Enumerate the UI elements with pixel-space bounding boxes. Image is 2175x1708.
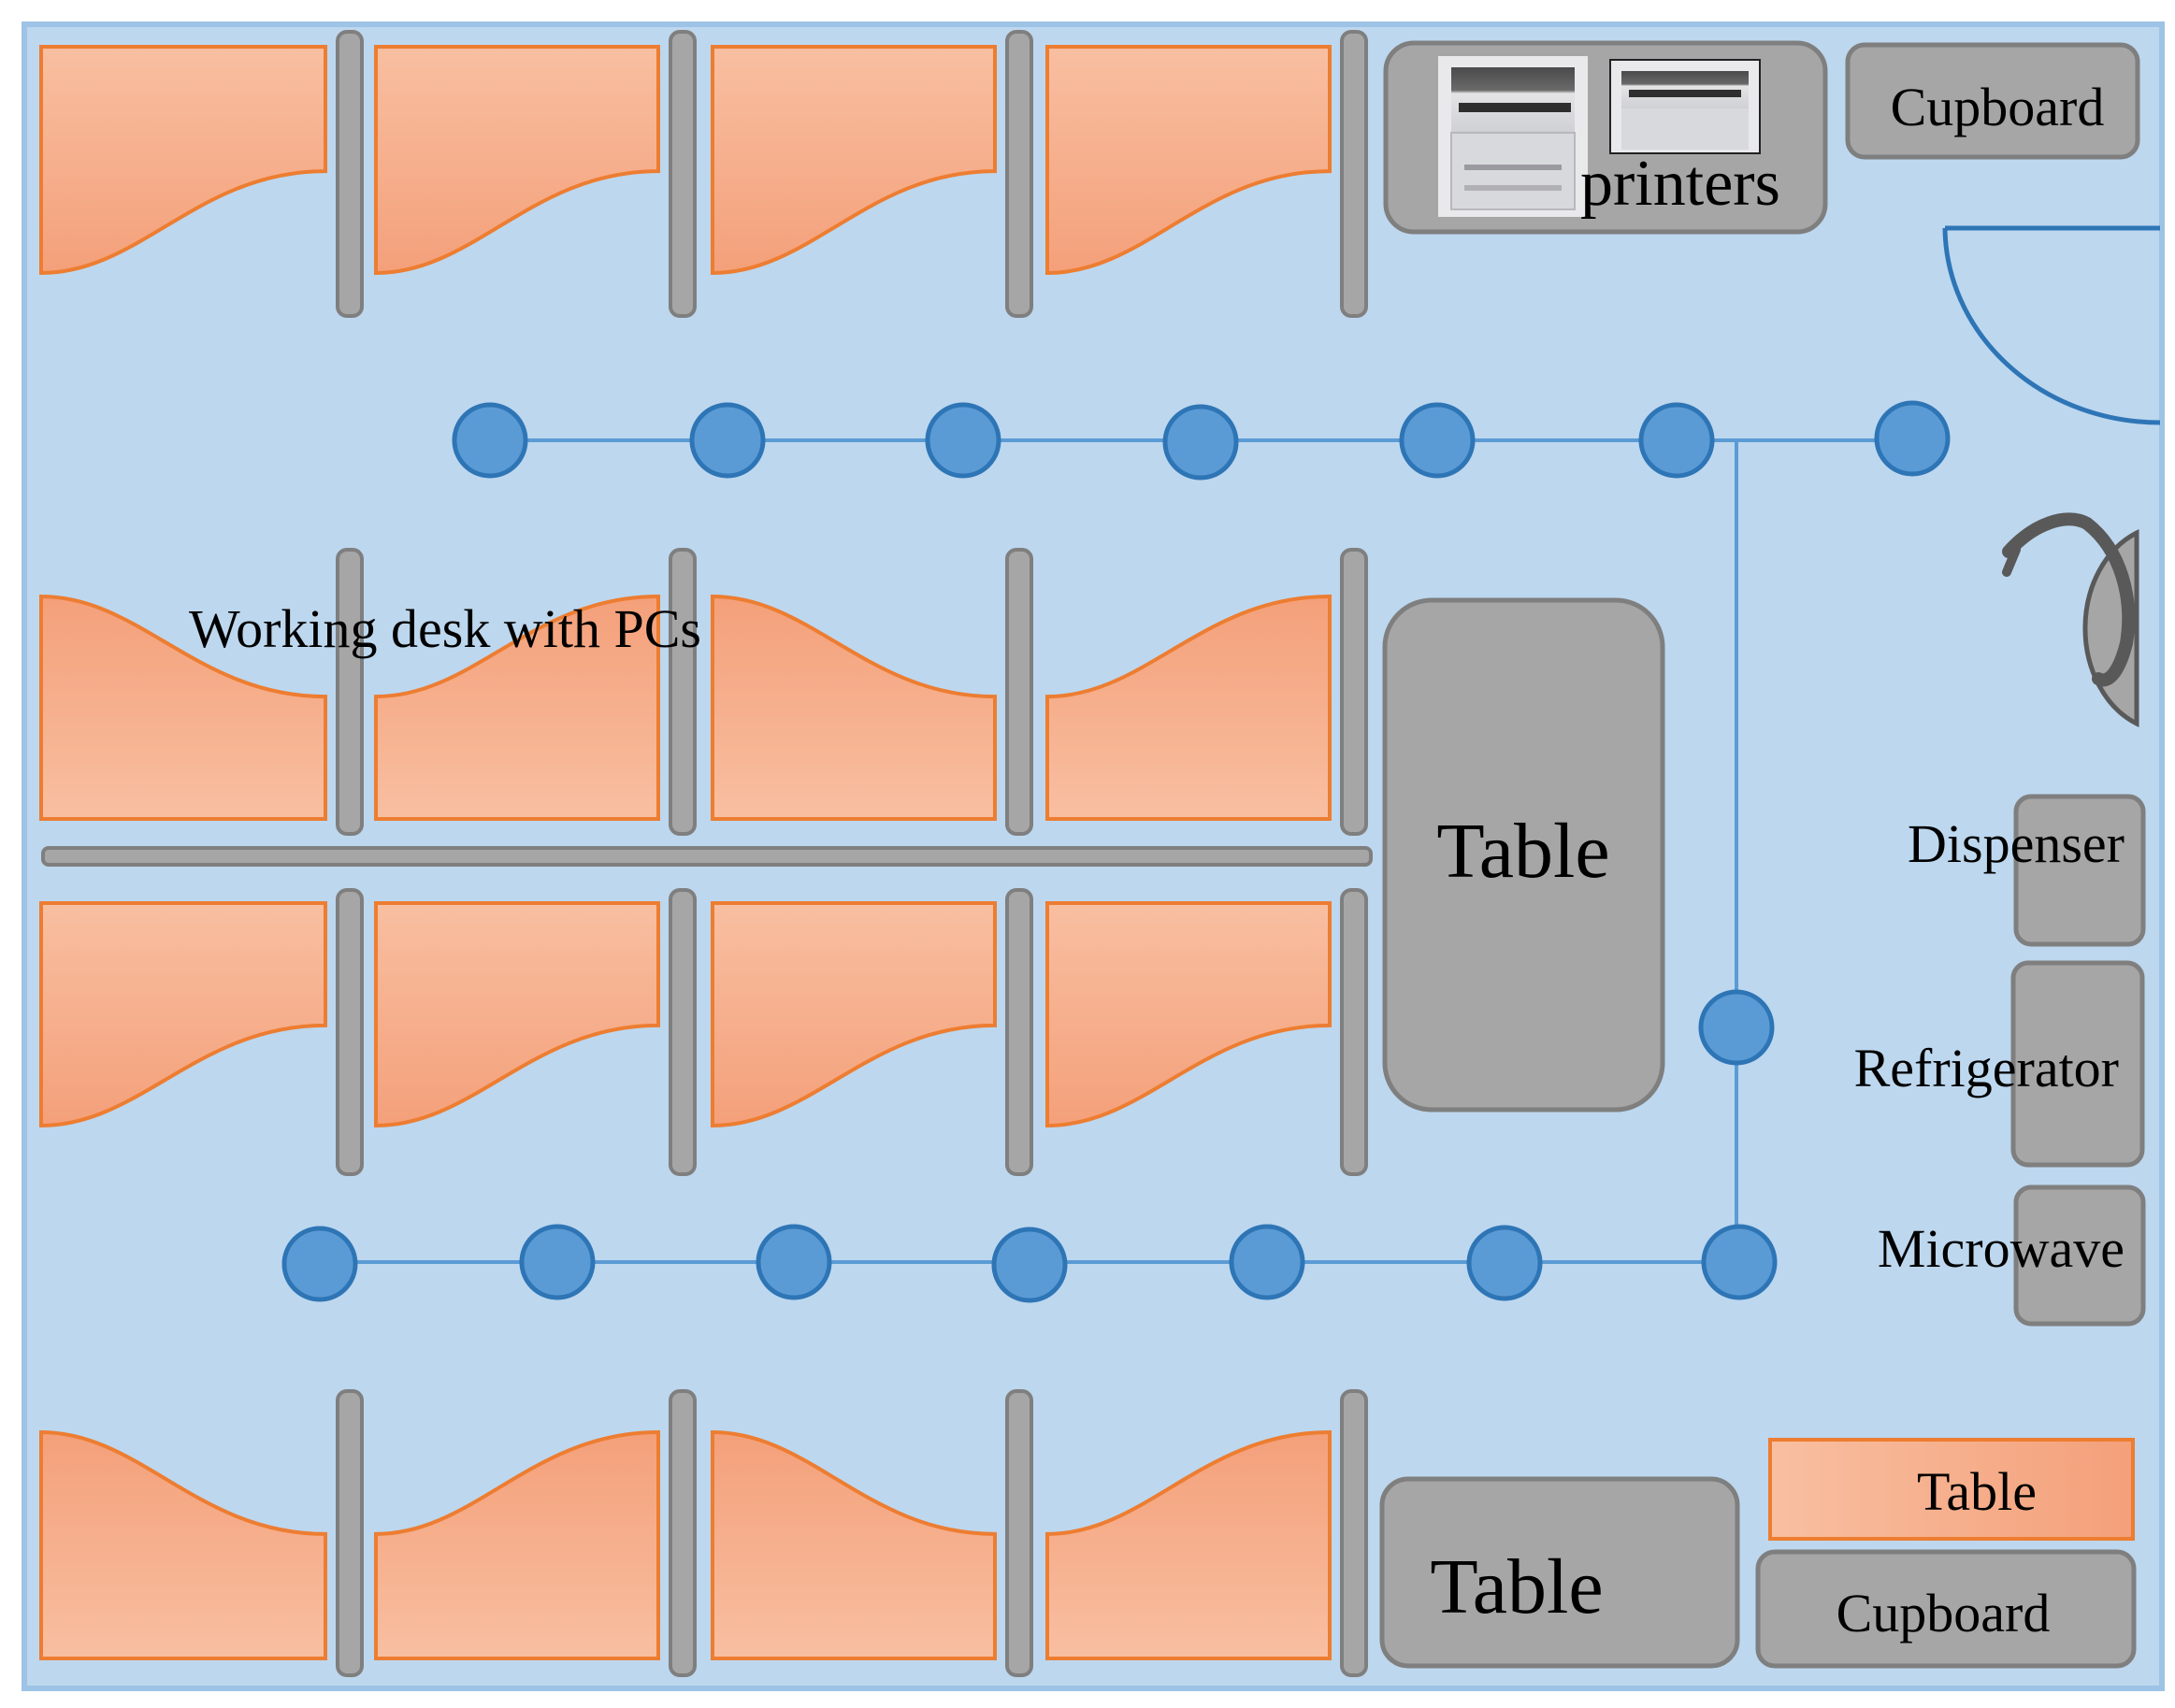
partition: [1005, 888, 1033, 1176]
workstation-desk: [711, 45, 997, 276]
refrigerator: Refrigerator: [1854, 960, 2145, 1168]
partition: [669, 548, 697, 836]
partition: [1005, 1389, 1033, 1677]
partition: [336, 548, 364, 836]
printer-icon: [1609, 59, 1761, 154]
printer-icon: [1438, 56, 1588, 217]
dispenser-label: Dispenser: [1908, 813, 2125, 874]
workstation-desk: [374, 45, 660, 276]
network-node: [991, 1227, 1068, 1303]
partition: [1005, 30, 1033, 318]
network-node: [1698, 989, 1775, 1066]
partition: [1340, 30, 1368, 318]
workstation-desk: [374, 901, 660, 1128]
network-node: [1701, 1224, 1778, 1300]
long-partition: [41, 846, 1373, 867]
workstation-desk: [1045, 1429, 1332, 1660]
network-node: [1874, 400, 1951, 477]
small-table-label: Table: [1917, 1461, 2037, 1522]
printers-area: printers: [1383, 40, 1828, 235]
network-node-group: [281, 400, 1951, 1303]
workstation-desk: [39, 901, 327, 1128]
workstation-desk: [1045, 45, 1332, 276]
network-node: [281, 1226, 358, 1302]
desk-group: [39, 45, 1332, 1660]
network-node: [1399, 402, 1476, 479]
partition: [1340, 548, 1368, 836]
workstation-desk: [39, 45, 327, 276]
workstation-desk: [711, 1429, 997, 1660]
workstation-desk: [374, 1429, 660, 1660]
center-table-label: Table: [1436, 808, 1609, 895]
cupboard-bottom-label: Cupboard: [1837, 1583, 2051, 1643]
partition: [669, 30, 697, 318]
workstation-desk: [39, 594, 327, 821]
network-node: [689, 402, 766, 479]
network-node: [519, 1224, 596, 1300]
workstation-desk: [711, 594, 997, 821]
printers-label: printers: [1580, 148, 1780, 220]
network-node: [1466, 1225, 1543, 1301]
door: [1942, 225, 2161, 425]
center-table: Table: [1382, 597, 1665, 1112]
partition: [336, 30, 364, 318]
network-node: [1229, 1224, 1305, 1300]
workstation-desk: [1045, 901, 1332, 1128]
microwave-label: Microwave: [1878, 1218, 2125, 1279]
partition: [1340, 888, 1368, 1176]
dispenser: Dispenser: [1908, 794, 2146, 947]
partition: [336, 1389, 364, 1677]
network-node: [1638, 402, 1715, 479]
cupboard-top: Cupboard: [1845, 42, 2140, 160]
partition: [669, 1389, 697, 1677]
network-node: [756, 1224, 832, 1300]
workstation-desk: [711, 901, 997, 1128]
workstation-desk: [39, 1429, 327, 1660]
workstation-desk: [1045, 594, 1332, 821]
working-desk-label: Working desk with PCs: [189, 598, 701, 659]
small-table: Table: [1768, 1438, 2135, 1541]
network-node: [925, 402, 1001, 479]
partition: [1005, 548, 1033, 836]
cupboard-top-label: Cupboard: [1891, 77, 2105, 137]
cupboard-bottom: Cupboard: [1755, 1549, 2137, 1669]
partition: [336, 888, 364, 1176]
partition-group: [336, 30, 1368, 1677]
workstation-desk: [374, 594, 660, 821]
chair-icon: [2002, 512, 2139, 728]
network-node: [1162, 404, 1239, 481]
bottom-table: Table: [1379, 1476, 1740, 1669]
partition: [1340, 1389, 1368, 1677]
partition: [669, 888, 697, 1176]
refrigerator-label: Refrigerator: [1854, 1038, 2119, 1098]
bottom-table-label: Table: [1430, 1543, 1603, 1630]
network-node: [452, 402, 528, 479]
microwave: Microwave: [1878, 1184, 2146, 1327]
